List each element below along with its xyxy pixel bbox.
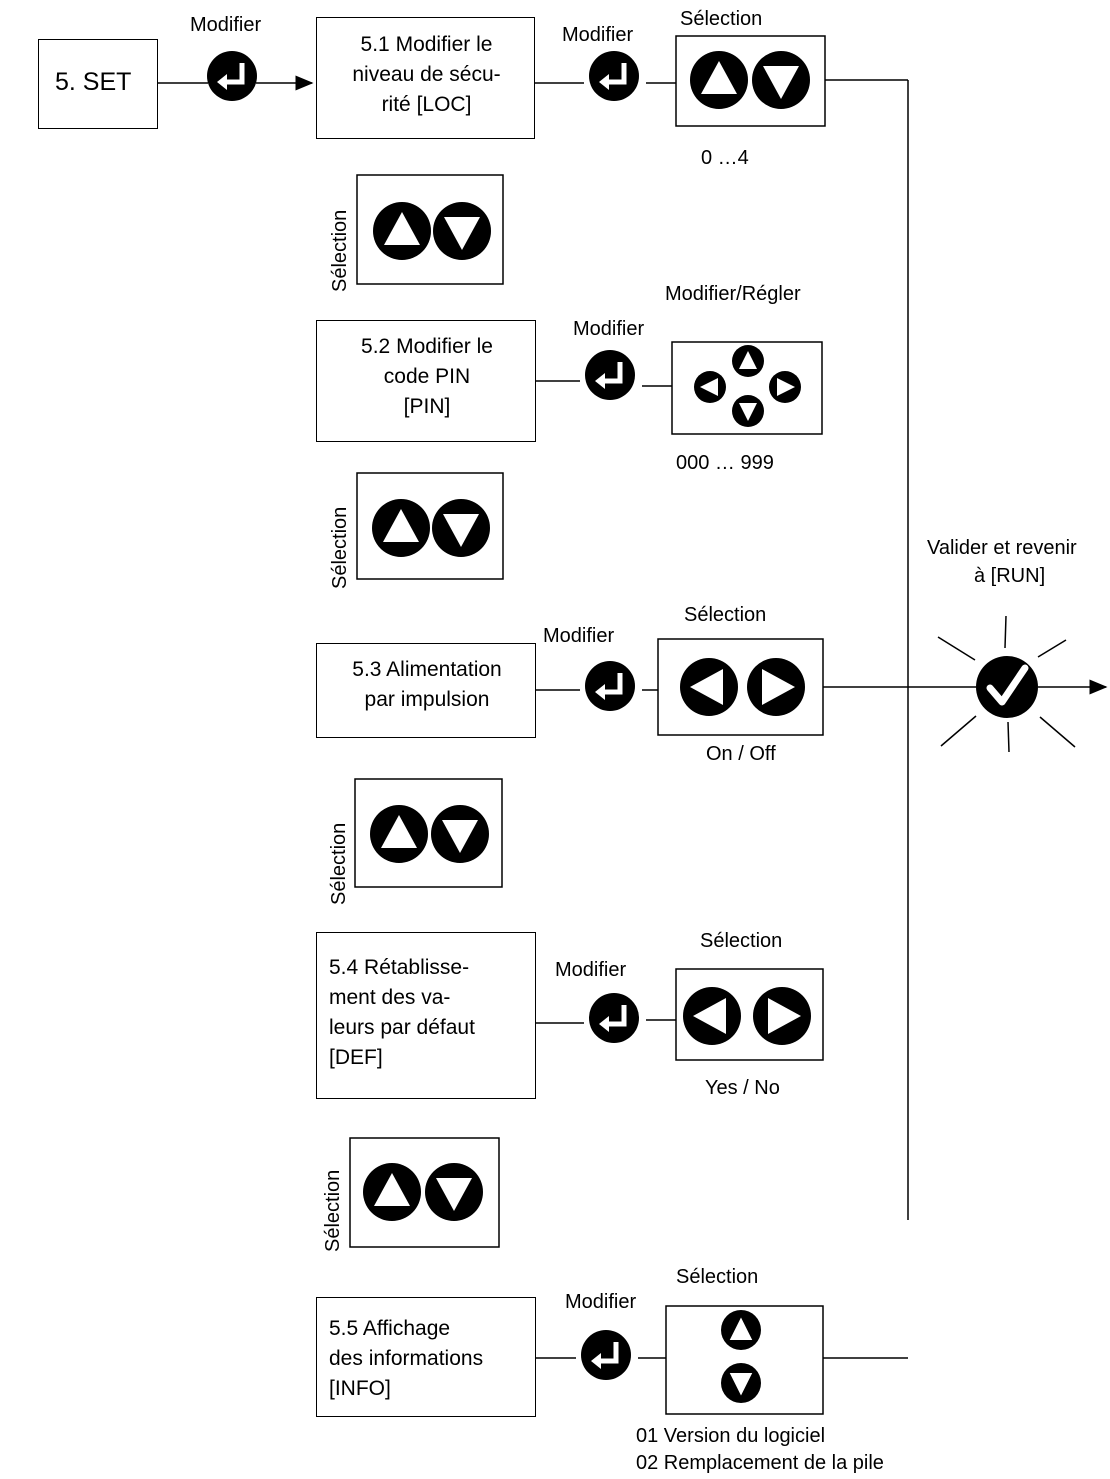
control-box-5-2 bbox=[671, 341, 823, 435]
up-arrow-icon[interactable] bbox=[690, 51, 748, 109]
right-arrow-icon[interactable] bbox=[747, 658, 805, 716]
step-5-2-text: 5.2 Modifier le code PIN [PIN] bbox=[361, 335, 493, 418]
down-arrow-icon[interactable] bbox=[433, 202, 491, 260]
enter-label: Modifier bbox=[555, 959, 627, 981]
enter-icon[interactable] bbox=[589, 51, 639, 101]
step-5-3-text: 5.3 Alimentation par impulsion bbox=[352, 658, 502, 711]
enter-icon[interactable] bbox=[589, 993, 639, 1043]
enter-icon[interactable] bbox=[581, 1330, 631, 1380]
start-box: 5. SET bbox=[38, 39, 158, 129]
start-label: 5. SET bbox=[55, 68, 132, 96]
step-5-1-text: 5.1 Modifier le niveau de sécu- rité [LO… bbox=[352, 33, 501, 116]
range-label: 000 … 999 bbox=[676, 452, 774, 474]
down-arrow-icon[interactable] bbox=[752, 51, 810, 109]
control-box-5-3 bbox=[657, 638, 824, 736]
nav-box-4 bbox=[349, 1137, 500, 1248]
down-arrow-icon[interactable] bbox=[431, 805, 489, 863]
nav-box-1 bbox=[356, 174, 504, 285]
range-label: 02 Remplacement de la pile bbox=[636, 1452, 884, 1474]
control-label: Sélection bbox=[680, 8, 763, 30]
up-arrow-icon[interactable] bbox=[732, 345, 764, 377]
nav-label: Sélection bbox=[322, 1169, 344, 1252]
enter-icon[interactable] bbox=[585, 350, 635, 400]
nav-label: Sélection bbox=[329, 209, 351, 292]
up-arrow-icon[interactable] bbox=[370, 805, 428, 863]
step-5-5-box[interactable]: 5.5 Affichage des informations [INFO] bbox=[316, 1297, 536, 1417]
control-box-5-4 bbox=[675, 968, 824, 1061]
control-label: Sélection bbox=[684, 604, 767, 626]
checkmark-burst-icon bbox=[937, 615, 1076, 753]
nav-box-3 bbox=[354, 778, 503, 888]
enter-label: Modifier bbox=[565, 1291, 637, 1313]
control-label: Sélection bbox=[700, 930, 783, 952]
left-arrow-icon[interactable] bbox=[683, 987, 741, 1045]
connectors bbox=[158, 75, 1108, 1359]
right-arrow-icon[interactable] bbox=[769, 371, 801, 403]
down-arrow-icon[interactable] bbox=[432, 499, 490, 557]
right-arrow-icon[interactable] bbox=[753, 987, 811, 1045]
nav-label: Sélection bbox=[329, 506, 351, 589]
control-box-5-5 bbox=[665, 1305, 824, 1415]
step-5-2-box[interactable]: 5.2 Modifier le code PIN [PIN] bbox=[316, 320, 536, 442]
enter-label: Modifier bbox=[573, 318, 645, 340]
enter-label: Modifier bbox=[543, 625, 615, 647]
step-5-5-text: 5.5 Affichage des informations [INFO] bbox=[329, 1317, 484, 1400]
range-label: 01 Version du logiciel bbox=[636, 1425, 826, 1447]
down-arrow-icon[interactable] bbox=[721, 1363, 761, 1403]
enter-icon[interactable] bbox=[207, 51, 257, 101]
step-5-3-box[interactable]: 5.3 Alimentation par impulsion bbox=[316, 643, 536, 738]
step-5-4-text: 5.4 Rétablisse- ment des va- leurs par d… bbox=[329, 956, 475, 1069]
up-arrow-icon[interactable] bbox=[373, 202, 431, 260]
range-label: 0 …4 bbox=[701, 147, 749, 169]
left-arrow-icon[interactable] bbox=[680, 658, 738, 716]
down-arrow-icon[interactable] bbox=[425, 1163, 483, 1221]
up-arrow-icon[interactable] bbox=[372, 499, 430, 557]
return-label: à [RUN] bbox=[974, 565, 1046, 587]
control-label: Sélection bbox=[676, 1266, 759, 1288]
step-5-1-box[interactable]: 5.1 Modifier le niveau de sécu- rité [LO… bbox=[316, 17, 535, 139]
nav-box-2 bbox=[356, 472, 504, 580]
down-arrow-icon[interactable] bbox=[732, 395, 764, 427]
nav-label: Sélection bbox=[328, 822, 350, 905]
range-label: Yes / No bbox=[705, 1077, 780, 1099]
control-box-5-1 bbox=[675, 35, 826, 127]
checkmark-icon[interactable] bbox=[976, 656, 1038, 718]
up-arrow-icon[interactable] bbox=[721, 1310, 761, 1350]
enter-label: Modifier bbox=[190, 14, 262, 36]
step-5-4-box[interactable]: 5.4 Rétablisse- ment des va- leurs par d… bbox=[316, 932, 536, 1099]
return-label: Valider et revenir bbox=[927, 537, 1077, 559]
enter-icon[interactable] bbox=[585, 661, 635, 711]
up-arrow-icon[interactable] bbox=[363, 1163, 421, 1221]
left-arrow-icon[interactable] bbox=[694, 371, 726, 403]
range-label: On / Off bbox=[706, 743, 776, 765]
control-label: Modifier/Régler bbox=[665, 283, 801, 305]
enter-label: Modifier bbox=[562, 24, 634, 46]
